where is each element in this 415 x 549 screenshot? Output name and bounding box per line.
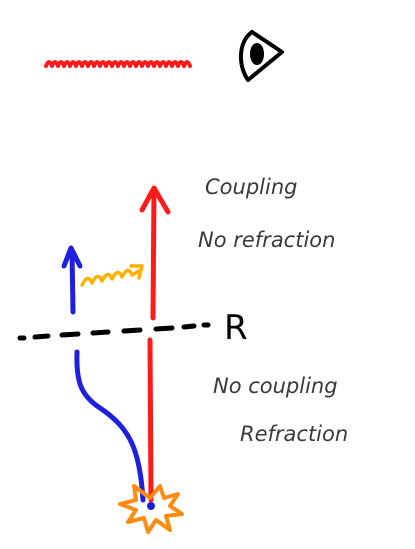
label-coupling: Coupling — [205, 175, 297, 199]
blue-ray-lower — [74, 349, 146, 503]
label-refraction: Refraction — [240, 422, 348, 446]
eye-icon — [239, 30, 284, 82]
red-arrowhead — [139, 185, 171, 215]
photon-squiggle-icon — [80, 268, 143, 287]
red-ray-upper — [150, 187, 157, 321]
radius-dashed-line — [17, 322, 211, 341]
red-ray-lower — [147, 337, 154, 503]
blue-ray-upper — [69, 247, 76, 315]
label-no-coupling: No coupling — [213, 374, 338, 398]
source-core — [147, 502, 155, 510]
label-radius: R — [224, 308, 248, 348]
red-wavy-line-icon — [44, 60, 192, 68]
star-burst-source-icon — [118, 484, 184, 534]
photon-arrowhead — [129, 264, 144, 280]
blue-arrowhead — [61, 245, 83, 269]
label-no-refraction: No refraction — [198, 228, 335, 252]
